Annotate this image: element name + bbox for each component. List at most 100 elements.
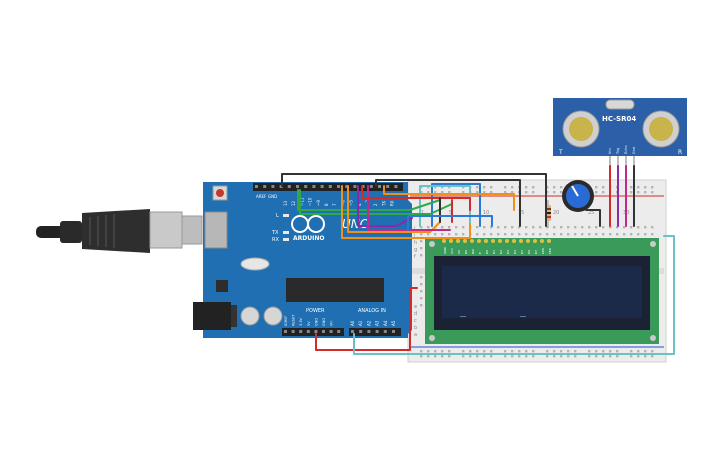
breadboard-hole[interactable] — [581, 226, 584, 229]
rail-hole[interactable] — [483, 355, 486, 358]
rail-hole[interactable] — [637, 186, 640, 189]
power-pin[interactable] — [299, 330, 303, 333]
breadboard-hole[interactable] — [588, 233, 591, 236]
breadboard-hole[interactable] — [567, 226, 570, 229]
breadboard-hole[interactable] — [455, 233, 458, 236]
breadboard-hole[interactable] — [525, 233, 528, 236]
breadboard-hole[interactable] — [560, 226, 563, 229]
rail-hole[interactable] — [448, 350, 451, 353]
breadboard-hole[interactable] — [609, 233, 612, 236]
rail-hole[interactable] — [602, 350, 605, 353]
rail-hole[interactable] — [434, 350, 437, 353]
breadboard-hole[interactable] — [637, 233, 640, 236]
breadboard-hole[interactable] — [490, 226, 493, 229]
rail-hole[interactable] — [483, 186, 486, 189]
rail-hole[interactable] — [490, 350, 493, 353]
rail-hole[interactable] — [546, 186, 549, 189]
rail-hole[interactable] — [602, 186, 605, 189]
rail-hole[interactable] — [434, 355, 437, 358]
power-pin[interactable] — [337, 330, 341, 333]
rail-hole[interactable] — [504, 191, 507, 194]
digital-pin[interactable] — [287, 185, 291, 188]
rail-hole[interactable] — [441, 355, 444, 358]
rail-hole[interactable] — [644, 191, 647, 194]
rail-hole[interactable] — [644, 355, 647, 358]
power-pin[interactable] — [322, 330, 325, 333]
breadboard-hole[interactable] — [637, 226, 640, 229]
power-pin[interactable] — [314, 330, 318, 333]
rail-hole[interactable] — [595, 350, 598, 353]
rail-hole[interactable] — [448, 186, 451, 189]
breadboard-hole[interactable] — [434, 233, 437, 236]
lcd-pin[interactable] — [477, 239, 481, 243]
rail-hole[interactable] — [574, 355, 577, 358]
rail-hole[interactable] — [427, 355, 430, 358]
rail-hole[interactable] — [427, 350, 430, 353]
lcd-pin[interactable] — [512, 239, 516, 243]
breadboard-hole[interactable] — [630, 226, 633, 229]
digital-pin[interactable] — [263, 185, 267, 188]
rail-hole[interactable] — [546, 350, 549, 353]
breadboard-hole[interactable] — [644, 233, 647, 236]
breadboard-hole[interactable] — [581, 233, 584, 236]
rail-hole[interactable] — [476, 186, 479, 189]
rail-hole[interactable] — [567, 350, 570, 353]
rail-hole[interactable] — [434, 186, 437, 189]
breadboard-hole[interactable] — [497, 233, 500, 236]
rail-hole[interactable] — [476, 350, 479, 353]
rail-hole[interactable] — [616, 355, 619, 358]
rail-hole[interactable] — [546, 191, 549, 194]
rail-hole[interactable] — [525, 355, 528, 358]
breadboard-hole[interactable] — [420, 304, 423, 307]
rail-hole[interactable] — [427, 186, 430, 189]
rail-hole[interactable] — [441, 350, 444, 353]
digital-pin[interactable] — [361, 185, 365, 188]
breadboard-hole[interactable] — [420, 283, 423, 286]
rail-hole[interactable] — [651, 355, 654, 358]
breadboard-hole[interactable] — [462, 226, 465, 229]
breadboard-hole[interactable] — [560, 233, 563, 236]
rail-hole[interactable] — [630, 350, 633, 353]
rail-hole[interactable] — [567, 355, 570, 358]
rail-hole[interactable] — [602, 191, 605, 194]
analog-pin[interactable] — [351, 330, 354, 333]
breadboard-hole[interactable] — [490, 233, 493, 236]
power-pin[interactable] — [284, 330, 287, 333]
rail-hole[interactable] — [518, 355, 521, 358]
breadboard-hole[interactable] — [630, 233, 633, 236]
breadboard-hole[interactable] — [609, 226, 612, 229]
rail-hole[interactable] — [434, 191, 437, 194]
digital-pin[interactable] — [394, 185, 398, 188]
rail-hole[interactable] — [511, 191, 514, 194]
digital-pin[interactable] — [345, 185, 349, 188]
rail-hole[interactable] — [420, 350, 423, 353]
lcd-pin[interactable] — [470, 239, 474, 243]
breadboard-hole[interactable] — [616, 226, 619, 229]
rail-hole[interactable] — [490, 355, 493, 358]
rail-hole[interactable] — [630, 191, 633, 194]
breadboard-hole[interactable] — [497, 226, 500, 229]
rail-hole[interactable] — [574, 350, 577, 353]
breadboard-hole[interactable] — [420, 297, 423, 300]
rail-hole[interactable] — [595, 186, 598, 189]
lcd-pin[interactable] — [533, 239, 537, 243]
breadboard-hole[interactable] — [525, 226, 528, 229]
rail-hole[interactable] — [462, 186, 465, 189]
rail-hole[interactable] — [476, 191, 479, 194]
rail-hole[interactable] — [448, 191, 451, 194]
breadboard-hole[interactable] — [574, 226, 577, 229]
analog-pin[interactable] — [375, 330, 379, 333]
breadboard-hole[interactable] — [539, 226, 542, 229]
rail-hole[interactable] — [525, 186, 528, 189]
rail-hole[interactable] — [588, 350, 591, 353]
breadboard-hole[interactable] — [420, 233, 423, 236]
breadboard-hole[interactable] — [553, 233, 556, 236]
rail-hole[interactable] — [511, 186, 514, 189]
rail-hole[interactable] — [490, 191, 493, 194]
breadboard-hole[interactable] — [448, 233, 451, 236]
rail-hole[interactable] — [588, 355, 591, 358]
rail-hole[interactable] — [609, 350, 612, 353]
rail-hole[interactable] — [560, 350, 563, 353]
power-pin[interactable] — [329, 330, 333, 333]
rail-hole[interactable] — [630, 186, 633, 189]
